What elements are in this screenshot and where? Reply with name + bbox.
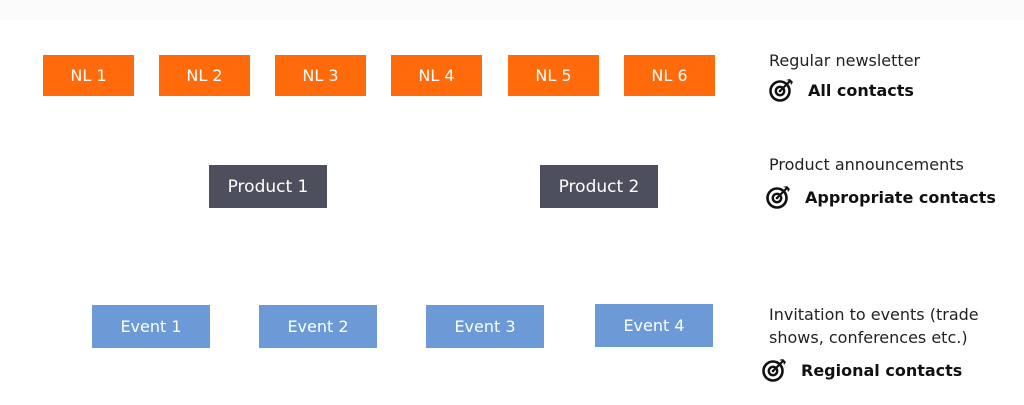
target-icon [766, 186, 790, 209]
event-box-1: Event 1 [92, 305, 210, 348]
event-box-2: Event 2 [259, 305, 377, 348]
nl-box-4: NL 4 [391, 55, 482, 96]
product-description: Product announcements [769, 155, 964, 174]
event-box-3: Event 3 [426, 305, 544, 348]
newsletter-target-label: All contacts [808, 80, 914, 100]
target-icon [769, 79, 793, 102]
events-target-label: Regional contacts [801, 360, 963, 380]
product-target-label: Appropriate contacts [805, 187, 996, 207]
nl-box-2: NL 2 [159, 55, 250, 96]
product-box-2: Product 2 [540, 165, 658, 208]
nl-box-5: NL 5 [508, 55, 599, 96]
newsletter-target: All contacts [768, 77, 914, 103]
events-description-line-2: shows, conferences etc.) [769, 328, 968, 347]
target-icon [762, 359, 786, 382]
product-box-1: Product 1 [209, 165, 327, 208]
event-box-4: Event 4 [595, 304, 713, 347]
product-target: Appropriate contacts [765, 184, 996, 210]
nl-box-3: NL 3 [275, 55, 366, 96]
top-strip [0, 0, 1024, 20]
nl-box-6: NL 6 [624, 55, 715, 96]
nl-box-1: NL 1 [43, 55, 134, 96]
events-description-line-1: Invitation to events (trade [769, 305, 979, 324]
newsletter-description: Regular newsletter [769, 51, 921, 70]
events-target: Regional contacts [761, 357, 962, 383]
